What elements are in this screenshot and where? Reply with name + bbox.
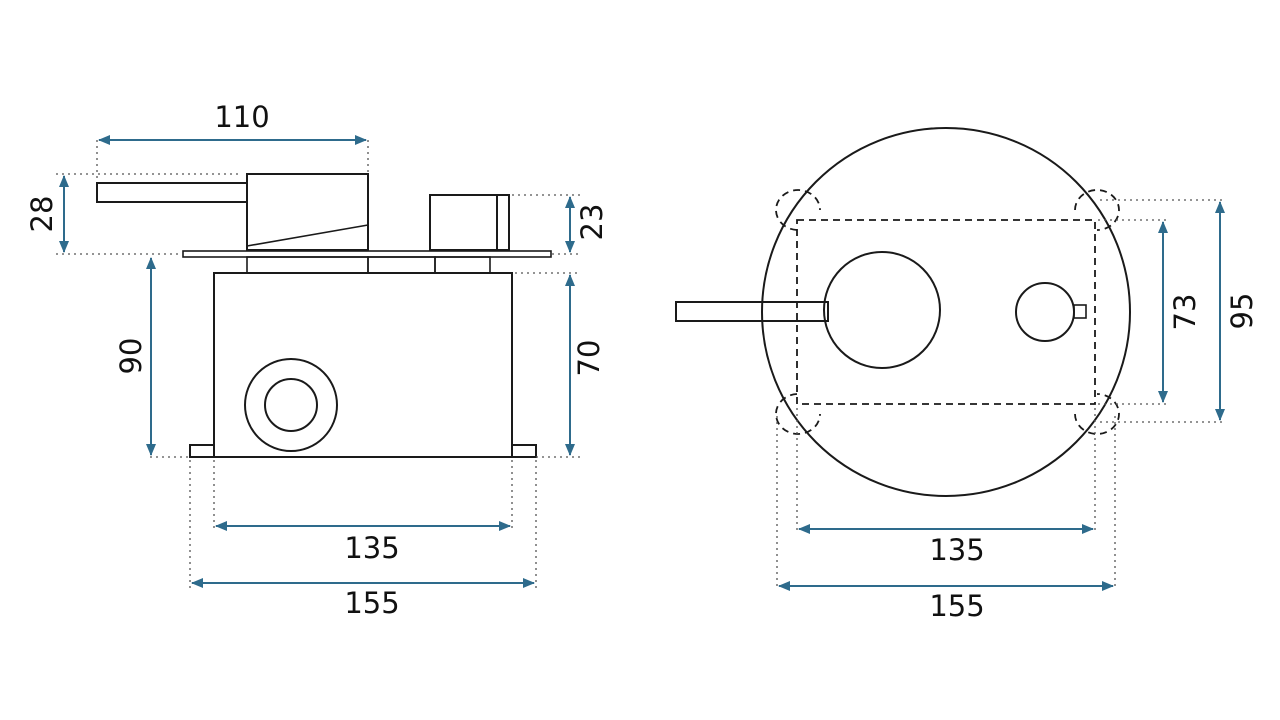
front-hidden-lug-bl [775, 393, 821, 435]
side-handle-lever [96, 182, 248, 203]
front-hidden-lug-tl [775, 189, 821, 231]
side-spacer-mid [367, 256, 436, 274]
side-cover-plate [182, 250, 552, 258]
front-escutcheon [761, 127, 1131, 497]
side-foot-right [511, 444, 537, 458]
dim-label-front-inner-width: 135 [929, 533, 984, 567]
dim-label-front-inner-height: 73 [1168, 294, 1202, 331]
front-hidden-box [796, 219, 1096, 405]
front-handle-lever [675, 301, 829, 322]
front-knob-tab [1073, 304, 1087, 319]
side-spacer-left [246, 256, 369, 274]
side-pipe-outer [244, 358, 338, 452]
dim-label-box-outer-width: 155 [344, 586, 399, 620]
side-spacer-right [434, 256, 491, 274]
front-handle-disc [823, 251, 941, 369]
dim-label-top-width: 110 [214, 100, 269, 134]
side-box [213, 272, 513, 458]
front-view: 73 95 135 155 [675, 127, 1259, 623]
side-knob [429, 194, 498, 251]
side-foot-left [189, 444, 215, 458]
dim-label-box-inner-height: 70 [572, 340, 606, 377]
front-hidden-lug-br [1074, 393, 1120, 435]
side-view: 110 28 23 90 70 135 155 [25, 100, 609, 620]
side-handle-body-slant [246, 224, 369, 247]
side-knob-cap [496, 194, 510, 251]
dim-label-box-total-height: 90 [114, 338, 148, 375]
dim-label-handle-height: 28 [25, 196, 59, 233]
front-knob [1015, 282, 1075, 342]
dim-label-box-inner-width: 135 [344, 531, 399, 565]
side-pipe-inner [264, 378, 318, 432]
dim-label-front-outer-height: 95 [1225, 293, 1259, 330]
dim-label-knob-height: 23 [575, 204, 609, 241]
dim-label-front-outer-width: 155 [929, 589, 984, 623]
front-hidden-lug-tr [1074, 189, 1120, 231]
side-handle-body [246, 173, 369, 251]
